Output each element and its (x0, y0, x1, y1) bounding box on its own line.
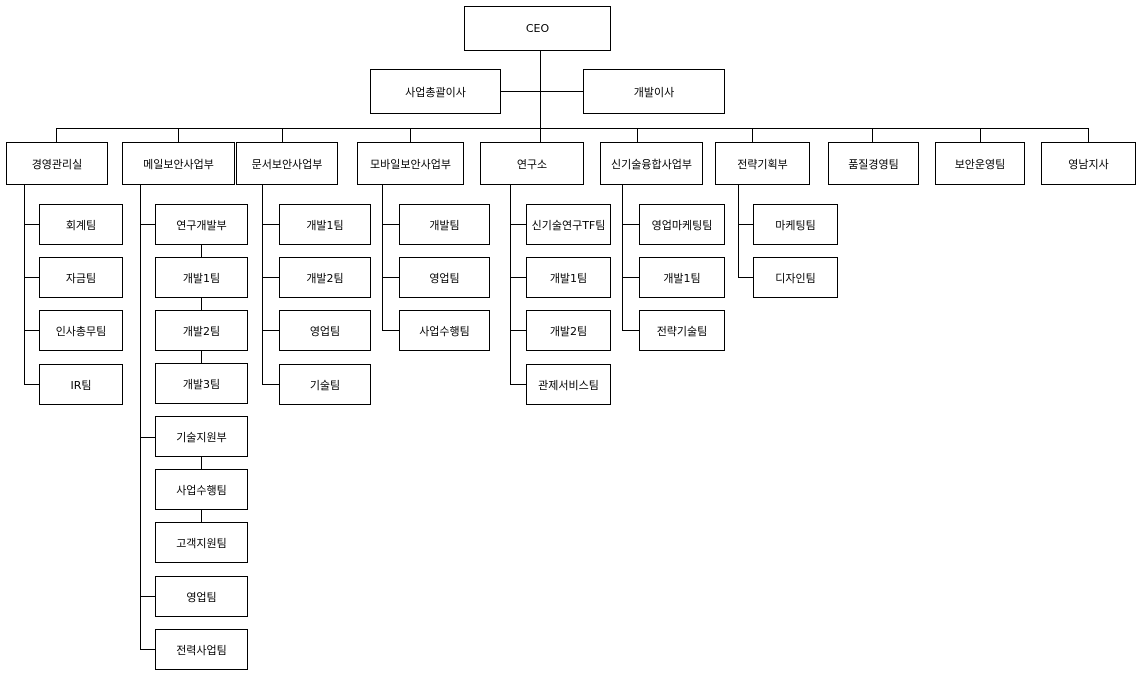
team-label: 개발1팀 (549, 271, 588, 285)
team-box: 개발1팀 (639, 257, 725, 298)
team-box: 개발2팀 (526, 310, 611, 351)
team-box: 연구개발부 (155, 204, 248, 245)
division-label: 신기술융합사업부 (611, 157, 692, 171)
team-label: 영업팀 (429, 271, 460, 285)
team-box: 전력사업팀 (155, 629, 248, 670)
team-box: 고객지원팀 (155, 522, 248, 563)
director-box-business: 사업총괄이사 (370, 69, 501, 114)
ceo-box: CEO (464, 6, 611, 51)
team-box: 전략기술팀 (639, 310, 725, 351)
team-label: 개발2팀 (306, 271, 344, 285)
division-label: 연구소 (516, 157, 548, 171)
team-label: 개발2팀 (549, 324, 588, 338)
team-box: 영업팀 (279, 310, 371, 351)
division-box: 품질경영팀 (828, 142, 919, 185)
ceo-label: CEO (525, 22, 550, 35)
division-box: 메일보안사업부 (122, 142, 235, 185)
team-label: 영업팀 (186, 590, 217, 604)
team-box: 사업수행팀 (155, 469, 248, 510)
team-label: 마케팅팀 (775, 218, 816, 232)
team-label: 회계팀 (65, 218, 97, 232)
team-label: 전력사업팀 (176, 643, 227, 657)
team-box: 디자인팀 (753, 257, 838, 298)
team-label: 기술지원부 (176, 430, 227, 444)
team-label: 개발1팀 (182, 271, 221, 285)
division-label: 품질경영팀 (848, 157, 899, 171)
division-box: 보안운영팀 (935, 142, 1025, 185)
team-box: 자금팀 (39, 257, 123, 298)
team-box: IR팀 (39, 364, 123, 405)
division-box: 영남지사 (1041, 142, 1136, 185)
division-box: 신기술융합사업부 (600, 142, 703, 185)
team-box: 영업팀 (155, 576, 248, 617)
team-label: 기술팀 (309, 378, 341, 392)
team-box: 영업마케팅팀 (639, 204, 725, 245)
team-label: 인사총무팀 (55, 324, 107, 338)
team-label: IR팀 (70, 378, 92, 392)
team-label: 고객지원팀 (176, 536, 227, 550)
team-label: 관제서비스팀 (538, 378, 599, 392)
division-label: 전략기획부 (737, 157, 788, 171)
team-box: 사업수행팀 (399, 310, 490, 351)
division-label: 보안운영팀 (954, 157, 1006, 171)
division-box: 문서보안사업부 (236, 142, 338, 185)
division-box: 연구소 (480, 142, 584, 185)
team-label: 개발1팀 (663, 271, 701, 285)
team-label: 영업팀 (309, 324, 341, 338)
team-box: 개발3팀 (155, 363, 248, 404)
division-label: 경영관리실 (31, 157, 83, 171)
team-label: 사업수행팀 (419, 324, 470, 338)
team-label: 연구개발부 (176, 218, 227, 232)
team-label: 사업수행팀 (176, 483, 227, 497)
team-box: 개발1팀 (526, 257, 611, 298)
team-box: 개발1팀 (155, 257, 248, 298)
team-label: 개발3팀 (182, 377, 221, 391)
director-label: 개발이사 (633, 85, 675, 99)
team-label: 전략기술팀 (656, 324, 708, 338)
team-box: 개발팀 (399, 204, 490, 245)
division-label: 문서보안사업부 (251, 157, 323, 171)
division-label: 모바일보안사업부 (370, 157, 451, 171)
team-box: 신기술연구TF팀 (526, 204, 611, 245)
team-label: 영업마케팅팀 (651, 218, 713, 232)
division-label: 메일보안사업부 (143, 157, 214, 171)
team-box: 마케팅팀 (753, 204, 838, 245)
team-box: 기술팀 (279, 364, 371, 405)
division-box: 경영관리실 (6, 142, 108, 185)
team-box: 개발2팀 (279, 257, 371, 298)
team-box: 기술지원부 (155, 416, 248, 457)
director-label: 사업총괄이사 (405, 85, 466, 99)
team-box: 인사총무팀 (39, 310, 123, 351)
team-label: 자금팀 (65, 271, 97, 285)
team-box: 회계팀 (39, 204, 123, 245)
team-label: 디자인팀 (775, 271, 816, 285)
team-box: 개발2팀 (155, 310, 248, 351)
team-box: 영업팀 (399, 257, 490, 298)
team-label: 개발2팀 (182, 324, 221, 338)
team-label: 신기술연구TF팀 (531, 218, 606, 232)
team-box: 관제서비스팀 (526, 364, 611, 405)
division-label: 영남지사 (1068, 157, 1109, 171)
team-label: 개발팀 (429, 218, 460, 232)
division-box: 모바일보안사업부 (357, 142, 464, 185)
director-box-dev: 개발이사 (583, 69, 725, 114)
team-box: 개발1팀 (279, 204, 371, 245)
division-box: 전략기획부 (715, 142, 810, 185)
team-label: 개발1팀 (306, 218, 344, 232)
